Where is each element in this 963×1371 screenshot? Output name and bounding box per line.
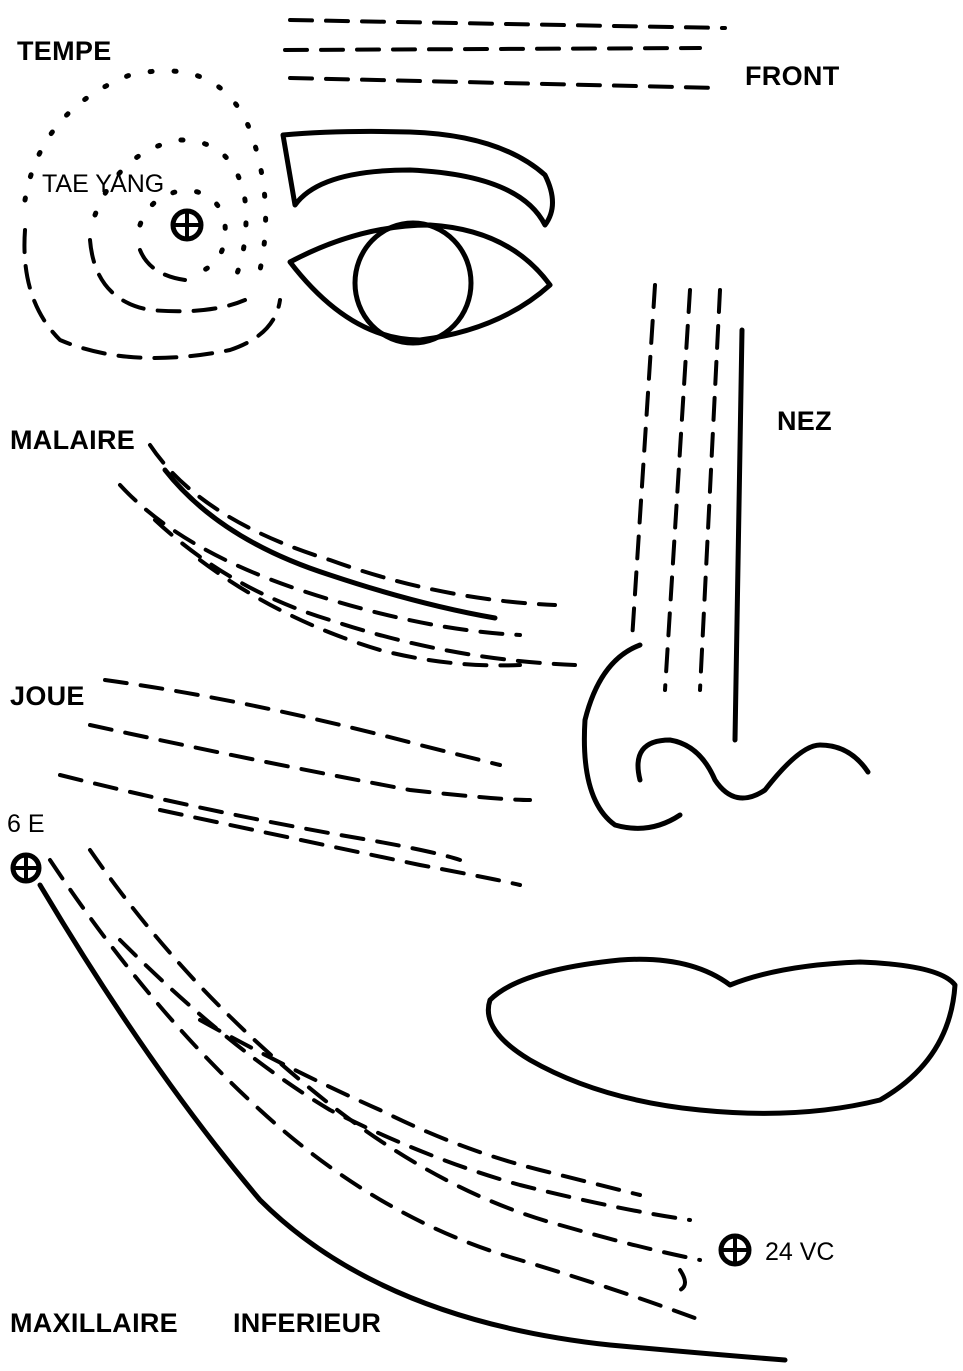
malar-lines: [120, 445, 575, 665]
nose-lines: [632, 285, 742, 740]
crossed-circle-icon: [13, 855, 39, 881]
temple-contours: [24, 71, 280, 358]
label-maxillaire: MAXILLAIRE: [10, 1310, 178, 1337]
label-6e: 6 E: [7, 812, 45, 837]
forehead-lines: [285, 20, 725, 88]
eyebrow-shape: [283, 131, 553, 225]
cheek-lines: [60, 680, 530, 885]
crossed-circle-icon: [173, 211, 201, 239]
label-24vc: 24 VC: [765, 1240, 834, 1265]
label-front: FRONT: [745, 63, 839, 90]
crossed-circle-icon: [721, 1236, 749, 1264]
nose-base: [584, 645, 868, 828]
label-joue: JOUE: [10, 683, 85, 710]
mouth-shape: [488, 959, 955, 1113]
label-tempe: TEMPE: [17, 38, 112, 65]
label-inferieur: INFERIEUR: [233, 1310, 381, 1337]
label-malaire: MALAIRE: [10, 427, 135, 454]
label-nez: NEZ: [777, 408, 832, 435]
eye-shape: [290, 223, 550, 343]
label-tae-yang: TAE YANG: [42, 172, 164, 197]
